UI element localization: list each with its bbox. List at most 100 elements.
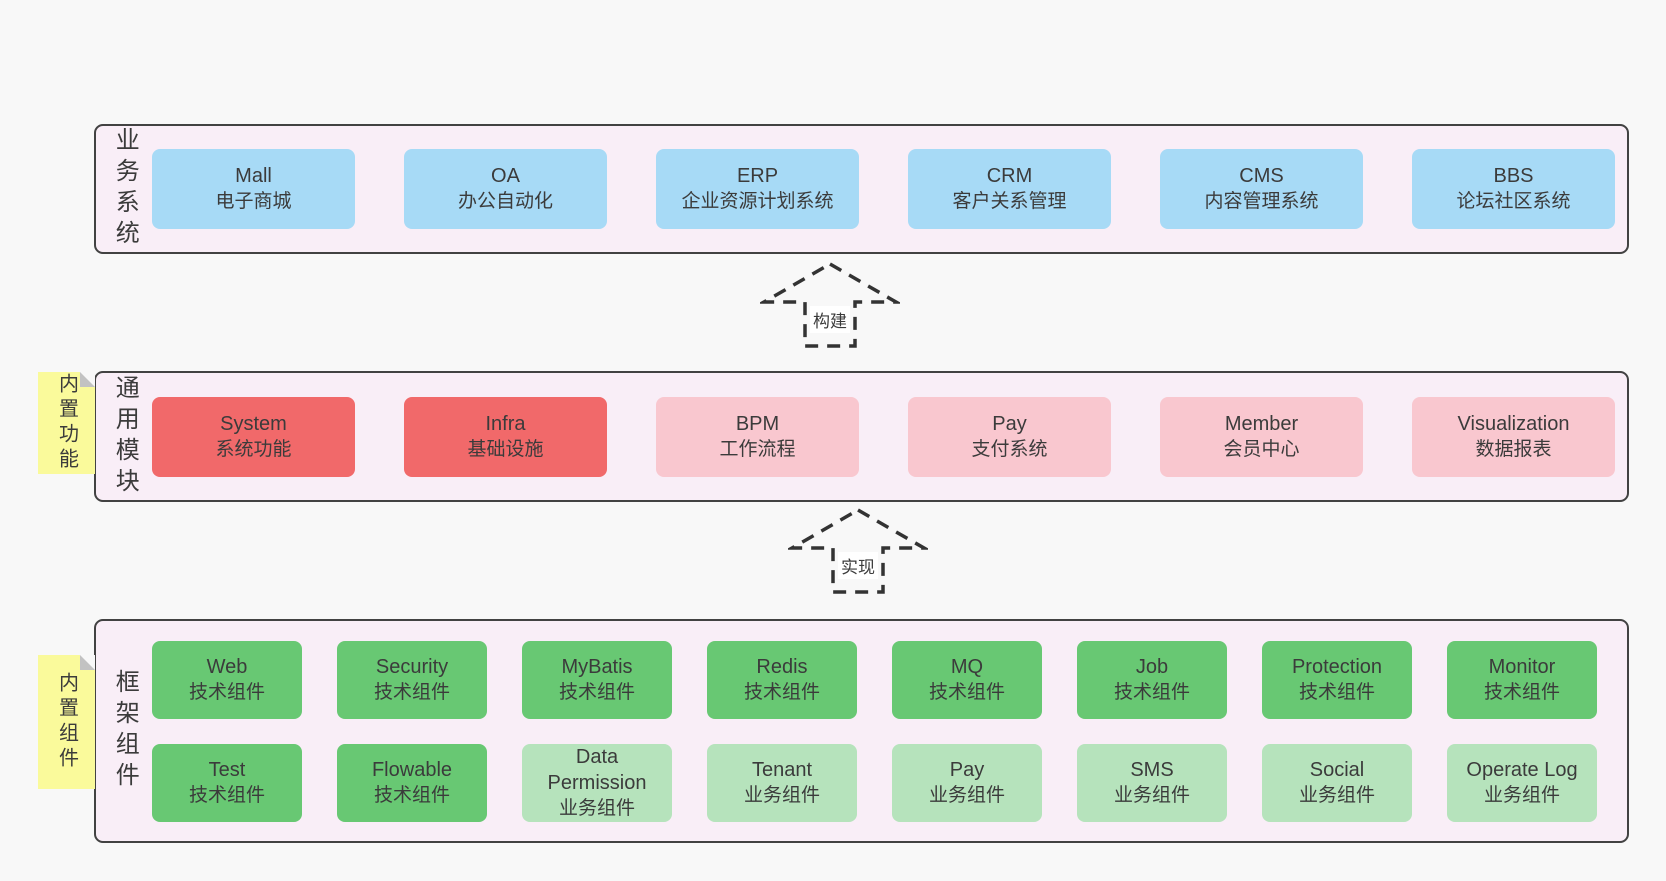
box-title: Monitor bbox=[1488, 655, 1556, 678]
box-infra: Infra 基础设施 bbox=[404, 396, 607, 477]
box-title: ERP bbox=[736, 165, 779, 187]
box-subtitle: 客户关系管理 bbox=[952, 191, 1067, 212]
box-subtitle: 办公自动化 bbox=[457, 191, 553, 212]
box-subtitle: 业务组件 bbox=[558, 797, 635, 819]
box-title: Pay bbox=[992, 412, 1027, 435]
section-common-modules: 通用模块 System 系统功能 Infra 基础设施 BPM 工作流程 Pay bbox=[94, 371, 1629, 502]
box-visualization: Visualization 数据报表 bbox=[1412, 396, 1615, 477]
box-title: Redis bbox=[756, 655, 808, 678]
box-title: Flowable bbox=[371, 758, 453, 781]
box-subtitle: 业务组件 bbox=[1483, 784, 1560, 806]
box-title: Tenant bbox=[751, 758, 813, 781]
box-subtitle: 业务组件 bbox=[928, 784, 1005, 806]
note-built-in-components: 内置组件 bbox=[38, 655, 95, 789]
box-flowable: Flowable 技术组件 bbox=[337, 743, 487, 822]
box-mall: Mall 电子商城 bbox=[152, 149, 355, 229]
note-built-in-features: 内置功能 bbox=[38, 372, 95, 474]
box-title: Web bbox=[206, 655, 248, 678]
box-subtitle: 工作流程 bbox=[719, 438, 796, 460]
box-mybatis: MyBatis 技术组件 bbox=[522, 640, 672, 719]
box-mq: MQ 技术组件 bbox=[892, 640, 1042, 719]
section-framework-components: 框架组件 Web 技术组件 Security 技术组件 MyBatis 技术组件… bbox=[94, 619, 1629, 843]
box-crm: CRM 客户关系管理 bbox=[908, 149, 1111, 229]
box-title: BBS bbox=[1493, 165, 1534, 187]
box-subtitle: 业务组件 bbox=[743, 784, 820, 806]
box-bbs: BBS 论坛社区系统 bbox=[1412, 149, 1615, 229]
arrow-implement-label: 实现 bbox=[838, 552, 878, 579]
box-operate-log: Operate Log 业务组件 bbox=[1447, 743, 1597, 822]
box-test: Test 技术组件 bbox=[152, 743, 302, 822]
arrow-build-label: 构建 bbox=[810, 306, 850, 333]
box-pay-module: Pay 支付系统 bbox=[908, 396, 1111, 477]
box-member: Member 会员中心 bbox=[1160, 396, 1363, 477]
box-pay-component: Pay 业务组件 bbox=[892, 743, 1042, 822]
box-title: MyBatis bbox=[561, 655, 633, 678]
box-title: System bbox=[220, 412, 287, 435]
box-subtitle: 业务组件 bbox=[1113, 784, 1190, 806]
box-title: Mall bbox=[235, 165, 272, 187]
box-data-permission: Data Permission 业务组件 bbox=[522, 743, 672, 822]
section-label-components: 框架组件 bbox=[96, 621, 152, 841]
note-fold-corner-icon bbox=[80, 655, 95, 670]
box-title: Pay bbox=[949, 758, 985, 781]
box-tenant: Tenant 业务组件 bbox=[707, 743, 857, 822]
box-subtitle: 技术组件 bbox=[1113, 681, 1190, 703]
arrow-build: 构建 bbox=[760, 262, 900, 348]
box-subtitle: 技术组件 bbox=[373, 784, 450, 806]
box-security: Security 技术组件 bbox=[337, 640, 487, 719]
box-erp: ERP 企业资源计划系统 bbox=[656, 149, 859, 229]
box-cms: CMS 内容管理系统 bbox=[1160, 149, 1363, 229]
box-title: OA bbox=[491, 165, 520, 187]
box-title: Infra bbox=[485, 412, 526, 435]
box-monitor: Monitor 技术组件 bbox=[1447, 640, 1597, 719]
box-bpm: BPM 工作流程 bbox=[656, 396, 859, 477]
box-subtitle: 内容管理系统 bbox=[1204, 191, 1319, 212]
box-oa: OA 办公自动化 bbox=[404, 149, 607, 229]
box-subtitle: 技术组件 bbox=[743, 681, 820, 703]
box-subtitle: 论坛社区系统 bbox=[1456, 191, 1571, 212]
section-label-modules: 通用模块 bbox=[96, 373, 152, 500]
arrow-implement: 实现 bbox=[788, 508, 928, 594]
box-subtitle: 基础设施 bbox=[467, 438, 544, 460]
box-redis: Redis 技术组件 bbox=[707, 640, 857, 719]
box-social: Social 业务组件 bbox=[1262, 743, 1412, 822]
box-job: Job 技术组件 bbox=[1077, 640, 1227, 719]
box-system: System 系统功能 bbox=[152, 396, 355, 477]
up-arrow-icon bbox=[788, 508, 928, 594]
box-subtitle: 会员中心 bbox=[1223, 438, 1300, 460]
box-subtitle: 技术组件 bbox=[1298, 681, 1375, 703]
box-title: SMS bbox=[1130, 758, 1174, 781]
box-title: Operate Log bbox=[1466, 758, 1578, 781]
box-web: Web 技术组件 bbox=[152, 640, 302, 719]
box-title: Security bbox=[375, 655, 449, 678]
note-text: 内置组件 bbox=[55, 672, 78, 772]
section-label-text: 业务系统 bbox=[111, 127, 139, 251]
section-label-text: 通用模块 bbox=[111, 374, 139, 499]
box-subtitle: 业务组件 bbox=[1298, 784, 1375, 806]
box-title: CRM bbox=[986, 165, 1033, 187]
box-title: Test bbox=[208, 758, 246, 781]
box-title: Job bbox=[1135, 655, 1169, 678]
box-title: Data Permission bbox=[547, 745, 647, 794]
box-title: CMS bbox=[1239, 165, 1284, 187]
box-subtitle: 技术组件 bbox=[558, 681, 635, 703]
note-fold-corner-icon bbox=[80, 372, 95, 387]
box-subtitle: 电子商城 bbox=[215, 191, 292, 212]
box-title: Member bbox=[1224, 412, 1299, 435]
section-business-systems: 业务系统 Mall 电子商城 OA 办公自动化 ERP 企业资源计划系统 CRM bbox=[94, 124, 1629, 254]
section-label-text: 框架组件 bbox=[111, 669, 139, 793]
box-subtitle: 技术组件 bbox=[373, 681, 450, 703]
box-subtitle: 技术组件 bbox=[188, 681, 265, 703]
box-title: Social bbox=[1309, 758, 1365, 781]
up-arrow-icon bbox=[760, 262, 900, 348]
box-subtitle: 技术组件 bbox=[188, 784, 265, 806]
box-protection: Protection 技术组件 bbox=[1262, 640, 1412, 719]
box-title: BPM bbox=[735, 412, 780, 435]
box-subtitle: 数据报表 bbox=[1475, 438, 1552, 460]
box-title: Visualization bbox=[1457, 412, 1570, 435]
box-subtitle: 系统功能 bbox=[215, 438, 292, 460]
box-subtitle: 技术组件 bbox=[928, 681, 1005, 703]
box-sms: SMS 业务组件 bbox=[1077, 743, 1227, 822]
note-text: 内置功能 bbox=[55, 373, 78, 473]
box-subtitle: 企业资源计划系统 bbox=[681, 191, 834, 212]
